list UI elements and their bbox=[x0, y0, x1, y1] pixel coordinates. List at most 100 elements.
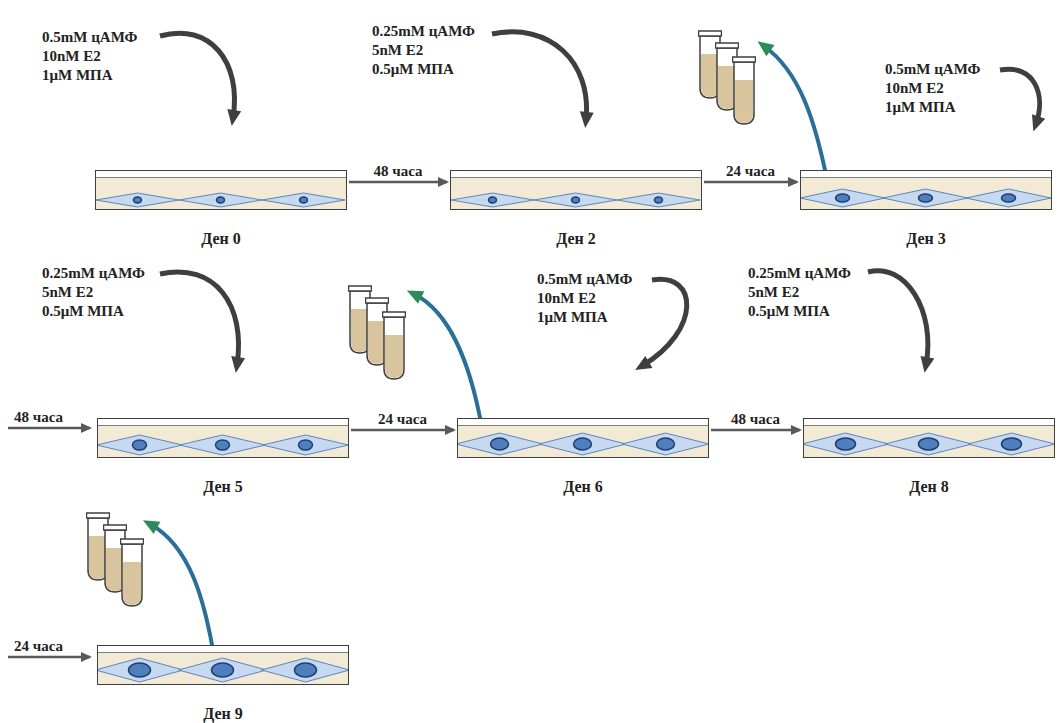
cell bbox=[801, 189, 885, 207]
cell-layer bbox=[804, 419, 1054, 457]
treatment-label: 5nM E2 bbox=[42, 283, 93, 301]
interval-label: 48 часа bbox=[14, 408, 63, 426]
timeline-arrow bbox=[704, 181, 797, 184]
cell bbox=[539, 433, 626, 455]
culture-dish bbox=[95, 170, 347, 210]
day-label: Ден 0 bbox=[95, 230, 347, 248]
cell bbox=[966, 189, 1051, 207]
culture-dish bbox=[803, 418, 1055, 458]
cell bbox=[534, 193, 617, 207]
cell bbox=[458, 433, 543, 455]
culture-dish bbox=[457, 418, 709, 458]
culture-dish bbox=[97, 418, 349, 458]
nucleus bbox=[300, 197, 308, 203]
nucleus bbox=[919, 194, 933, 202]
cell-layer bbox=[801, 171, 1051, 209]
cell bbox=[262, 658, 349, 682]
cell bbox=[96, 193, 179, 207]
cell bbox=[180, 435, 266, 455]
culture-dish bbox=[800, 170, 1052, 210]
cell bbox=[885, 433, 972, 455]
nucleus bbox=[295, 663, 317, 677]
nucleus bbox=[299, 440, 313, 450]
nucleus bbox=[133, 440, 147, 450]
nucleus bbox=[1002, 438, 1022, 450]
treatment-label: 0.5μM МПА bbox=[372, 60, 454, 78]
nucleus bbox=[657, 438, 675, 450]
cell-layer bbox=[98, 646, 348, 684]
interval-label: 48 часа bbox=[731, 410, 780, 428]
cell bbox=[622, 433, 708, 455]
nucleus bbox=[572, 197, 580, 203]
culture-dish-node: Ден 5 bbox=[97, 418, 349, 496]
treatment-label: 0.5mM цАМФ bbox=[537, 270, 632, 288]
day-label: Ден 3 bbox=[800, 230, 1052, 248]
nucleus bbox=[491, 438, 509, 450]
treatment-label: 0.25mM цАМФ bbox=[372, 22, 475, 40]
test-tubes bbox=[87, 31, 756, 606]
treatment-label: 10nM E2 bbox=[885, 79, 944, 97]
day-label: Ден 5 bbox=[97, 478, 349, 496]
culture-dish-node: Ден 3 bbox=[800, 170, 1052, 248]
nucleus bbox=[836, 194, 850, 202]
cell bbox=[968, 433, 1054, 455]
cell bbox=[179, 658, 267, 682]
culture-dish-node: Ден 6 bbox=[457, 418, 709, 496]
interval-label: 24 часа bbox=[378, 410, 427, 428]
cell bbox=[98, 658, 184, 682]
treatment-label: 0.5mM цАМФ bbox=[885, 60, 980, 78]
nucleus bbox=[489, 197, 497, 203]
treatment-label: 0.5μM МПА bbox=[42, 302, 124, 320]
cell bbox=[617, 193, 700, 207]
nucleus bbox=[836, 438, 856, 450]
cell-layer bbox=[98, 419, 348, 457]
nucleus bbox=[216, 440, 230, 450]
nucleus bbox=[919, 438, 939, 450]
cell bbox=[179, 193, 262, 207]
treatment-label: 5nM E2 bbox=[748, 283, 799, 301]
treatment-label: 1μM МПА bbox=[885, 98, 956, 116]
treatment-label: 5nM E2 bbox=[372, 41, 423, 59]
treatment-label: 0.5mM цАМФ bbox=[42, 28, 137, 46]
interval-label: 24 часа bbox=[14, 637, 63, 655]
reagent-arrows bbox=[160, 32, 1040, 366]
day-label: Ден 2 bbox=[450, 230, 702, 248]
wrap-arrows bbox=[8, 428, 90, 657]
timeline-arrow bbox=[711, 429, 800, 432]
culture-dish-node: Ден 9 bbox=[97, 645, 349, 723]
culture-dish-node: Ден 2 bbox=[450, 170, 702, 248]
nucleus bbox=[1002, 194, 1016, 202]
nucleus bbox=[655, 197, 663, 203]
culture-dish bbox=[450, 170, 702, 210]
culture-dish bbox=[97, 645, 349, 685]
cell bbox=[883, 189, 968, 207]
day-label: Ден 9 bbox=[97, 705, 349, 723]
treatment-label: 10nM E2 bbox=[42, 47, 101, 65]
treatment-label: 0.25mM цАМФ bbox=[748, 264, 851, 282]
cell bbox=[804, 433, 889, 455]
cell-layer bbox=[96, 171, 346, 209]
cell bbox=[263, 435, 349, 455]
treatment-label: 1μM МПА bbox=[42, 66, 113, 84]
treatment-label: 0.25mM цАМФ bbox=[42, 264, 145, 282]
nucleus bbox=[134, 197, 142, 203]
day-label: Ден 6 bbox=[457, 478, 709, 496]
cell bbox=[98, 435, 183, 455]
cell-layer bbox=[451, 171, 701, 209]
sampling-arrows bbox=[150, 46, 828, 662]
nucleus bbox=[212, 663, 234, 677]
interval-label: 48 часа bbox=[373, 162, 422, 180]
culture-dish-node: Ден 0 bbox=[95, 170, 347, 248]
treatment-label: 0.5μM МПА bbox=[748, 302, 830, 320]
treatment-label: 10nM E2 bbox=[537, 289, 596, 307]
cell bbox=[451, 193, 534, 207]
day-label: Ден 8 bbox=[803, 478, 1055, 496]
timeline-arrow bbox=[349, 181, 447, 184]
treatment-label: 1μM МПА bbox=[537, 308, 608, 326]
cell bbox=[262, 193, 345, 207]
nucleus bbox=[574, 438, 592, 450]
interval-label: 24 часа bbox=[726, 162, 775, 180]
nucleus bbox=[129, 663, 151, 677]
timeline-arrow bbox=[351, 429, 454, 432]
